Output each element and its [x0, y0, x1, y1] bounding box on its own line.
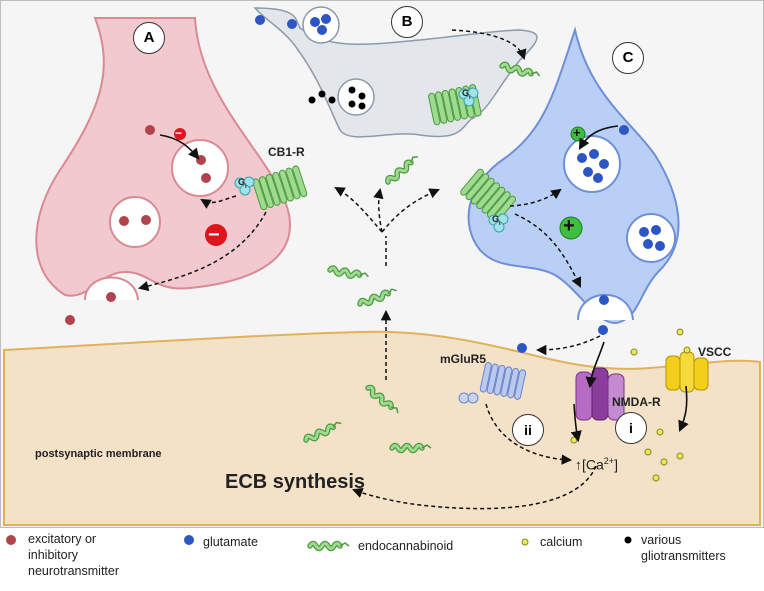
legend-neuro-dot [6, 535, 16, 545]
vesicle [171, 139, 229, 197]
gi-label-a: Gi [238, 177, 247, 190]
mglur5-receptor [479, 362, 527, 400]
vesicle-fusion [84, 276, 139, 301]
plus-sign: + [563, 215, 575, 237]
cb1r-label: CB1-R [268, 145, 305, 159]
minus-sign-small: − [175, 126, 183, 140]
label-b: B [391, 6, 423, 38]
legend-neuro-text: excitatory or inhibitory neurotransmitte… [28, 532, 120, 578]
minus-sign: − [208, 224, 220, 246]
legend-ecb-text: endocannabinoid [358, 539, 454, 553]
calcium-level-label: ↑[Ca2+] [575, 456, 618, 473]
label-c: C [612, 42, 644, 74]
vesicle [109, 196, 161, 248]
legend-calcium-text: calcium [540, 535, 583, 549]
nmdar-channel [575, 367, 625, 421]
legend-ecb-icon [310, 543, 349, 549]
plus-sign-small: + [573, 125, 581, 140]
postsynaptic-label: postsynaptic membrane [35, 448, 162, 460]
legend-glutamate-text: glutamate [203, 535, 258, 549]
label-a: A [133, 22, 165, 54]
legend-glutamate-dot [184, 535, 194, 545]
label-ii: ii [512, 414, 544, 446]
vscc-label: VSCC [698, 345, 732, 359]
legend-glio-text: various gliotransmitters [641, 533, 726, 563]
gi-label-c: Gi [492, 214, 501, 227]
label-i: i [615, 412, 647, 444]
ecb-synthesis-label: ECB synthesis [225, 471, 366, 493]
gi-label-b: Gi [462, 88, 471, 101]
presynaptic-neuron-a [35, 17, 292, 297]
legend-glio-dot [624, 536, 632, 544]
mglur5-label: mGluR5 [440, 352, 487, 366]
nmdar-label: NMDA-R [612, 395, 661, 409]
legend-calcium-dot [521, 538, 529, 546]
